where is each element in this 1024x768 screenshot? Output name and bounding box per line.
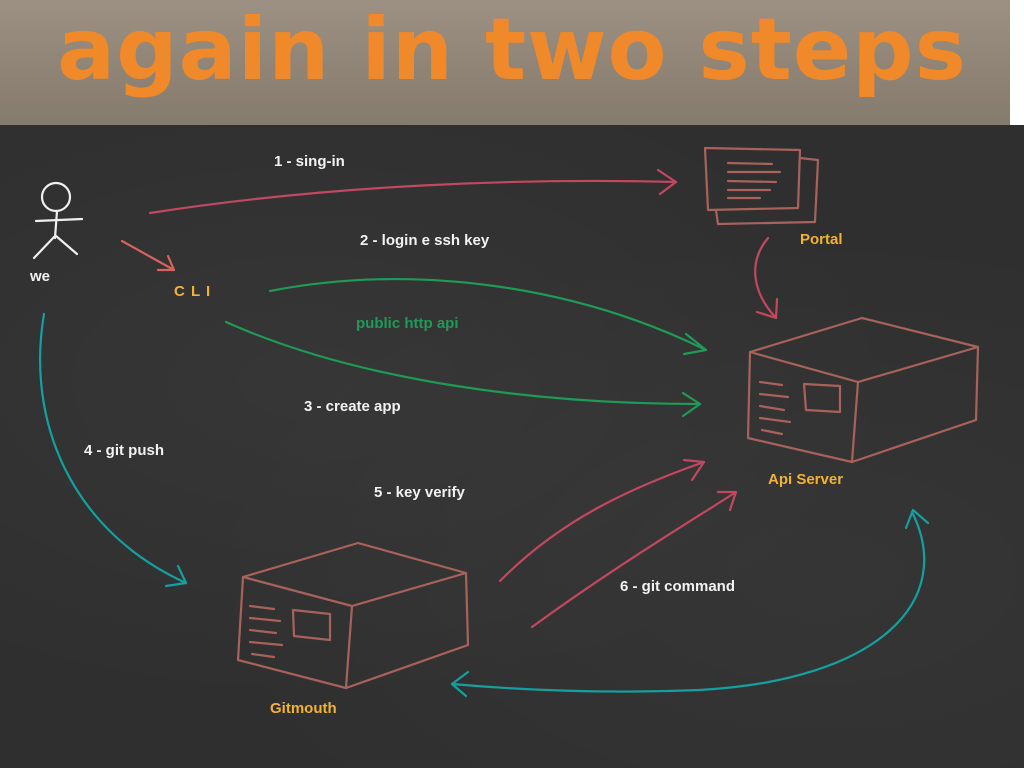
step-label-1: 1 - sing-in xyxy=(274,153,345,170)
actor-label-api-server: Api Server xyxy=(768,471,844,488)
arrow-we-to-cli xyxy=(120,239,176,272)
actor-label-portal: Portal xyxy=(800,231,843,248)
arrow-sign-in xyxy=(148,168,678,215)
step-label-public-api: public http api xyxy=(356,315,459,332)
actor-label-cli: C L I xyxy=(174,283,212,300)
step-label-2: 2 - login e ssh key xyxy=(360,232,490,249)
step-label-5: 5 - key verify xyxy=(374,484,465,501)
arrow-create-app xyxy=(224,320,702,418)
step-label-4: 4 - git push xyxy=(84,442,164,459)
slide-title: again in two steps xyxy=(57,0,967,100)
user-stick-figure-icon xyxy=(32,181,84,260)
title-banner-edge xyxy=(1010,0,1024,125)
portal-document-icon xyxy=(703,146,820,226)
actor-label-we: we xyxy=(30,268,51,285)
arrow-api-gitmouth-loop xyxy=(450,508,930,698)
actor-label-gitmouth: Gitmouth xyxy=(270,700,337,717)
gitmouth-box-icon xyxy=(236,541,470,690)
arrow-git-push xyxy=(39,312,188,588)
step-label-3: 3 - create app xyxy=(304,398,401,415)
arrow-git-command xyxy=(530,490,738,629)
arrow-portal-to-api xyxy=(754,236,779,320)
title-banner: again in two steps xyxy=(0,0,1024,125)
arrow-login-ssh-key xyxy=(268,278,708,356)
arrow-key-verify xyxy=(498,458,706,583)
api-server-box-icon xyxy=(746,316,980,464)
step-label-6: 6 - git command xyxy=(620,578,736,595)
